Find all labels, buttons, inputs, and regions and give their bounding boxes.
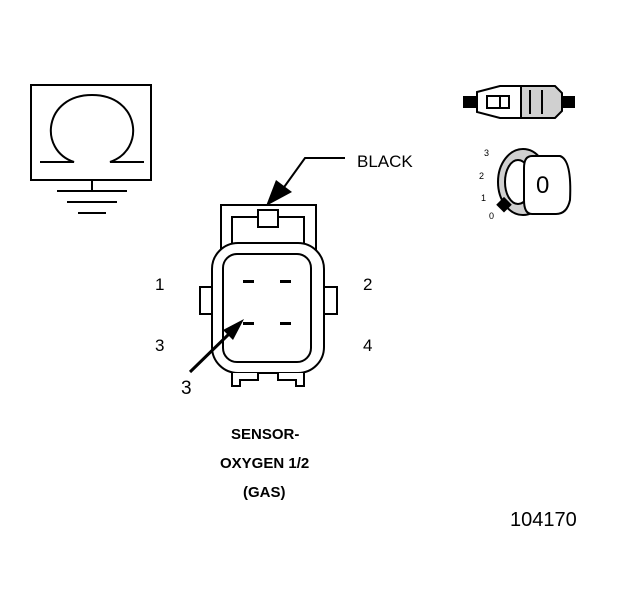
pin-slots [243,280,291,325]
pin-label-1: 1 [155,275,165,294]
connector-name-line-2: OXYGEN 1/2 [220,455,310,472]
connector-key-icon [496,148,572,216]
inline-connector-icon [463,85,575,119]
pin-slot-3 [243,322,254,325]
pin-callout-arrow [188,319,244,374]
pin-label-2: 2 [363,275,373,294]
pin-slot-1 [243,280,254,283]
figure-number: 104170 [510,509,577,531]
ground-symbol-icon [30,84,152,214]
connector-housing [199,204,338,387]
connector-name-line-3: (GAS) [243,484,286,501]
scale-label-1: 1 [481,193,487,203]
pin-slot-2 [280,280,291,283]
scale-label-2: 2 [479,171,485,181]
pin-slot-4 [280,322,291,325]
wire-color-label: BLACK [357,152,413,171]
callout-pin-label: 3 [181,378,192,399]
wire-color-leader [266,157,345,206]
pin-label-4: 4 [363,336,373,355]
scale-label-0: 0 [489,211,495,221]
scale-label-3: 3 [484,148,490,158]
pin-label-3: 3 [155,336,165,355]
connector-name-line-1: SENSOR- [231,426,300,443]
key-label: 0 [536,172,550,199]
